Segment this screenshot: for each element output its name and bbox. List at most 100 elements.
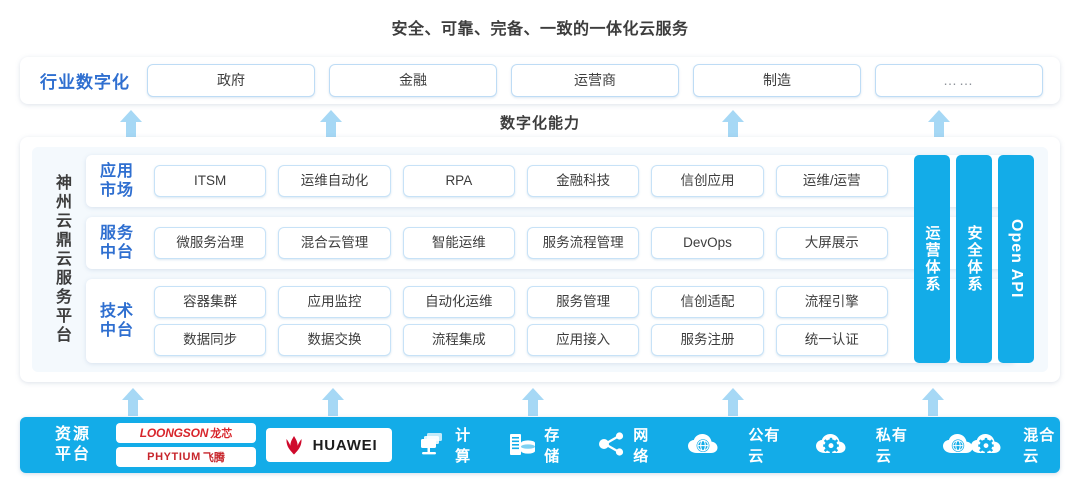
huawei-logo[interactable]: HUAWEI	[266, 428, 393, 462]
up-arrow-lower-4	[722, 388, 744, 416]
resource-platform-label: 资源 平台	[34, 425, 112, 465]
up-arrow-upper-2	[320, 110, 342, 138]
arrow-head-icon	[522, 388, 544, 400]
tier-items-application-market: ITSM 运维自动化 RPA 金融科技 信创应用 运维/运营	[148, 165, 1016, 197]
resource-item-compute[interactable]: 计算	[418, 424, 481, 466]
cell-application-access[interactable]: 应用接入	[526, 324, 640, 356]
up-arrow-upper-4	[928, 110, 950, 138]
resource-label-hybrid-cloud: 混合云	[1023, 427, 1056, 465]
resource-label-private-cloud: 私有云	[875, 427, 908, 465]
capability-caption: 数字化能力	[499, 115, 580, 132]
loongson-logo[interactable]: LOONGSON 龙芯	[116, 423, 256, 443]
industry-chip-government[interactable]: 政府	[147, 64, 315, 97]
cell-itsm[interactable]: ITSM	[154, 165, 267, 197]
industry-chip-more[interactable]: ……	[875, 64, 1043, 97]
tier-row: 微服务治理 混合云管理 智能运维 服务流程管理 DevOps 大屏展示	[148, 227, 894, 259]
tier-service-middle-platform: 服务 中台 微服务治理 混合云管理 智能运维 服务流程管理 DevOps 大屏展…	[86, 217, 1016, 269]
arrow-head-icon	[320, 110, 342, 122]
cell-xinchuang-app[interactable]: 信创应用	[651, 165, 764, 197]
phytium-cn-name: 飞腾	[202, 452, 225, 464]
arrow-head-icon	[928, 110, 950, 122]
tier-row: 容器集群 应用监控 自动化运维 服务管理 信创适配 流程引擎	[148, 286, 894, 318]
up-arrow-lower-5	[922, 388, 944, 416]
server-stack-icon	[418, 431, 448, 459]
pillar-security-system[interactable]: 安全体系	[956, 155, 992, 363]
cell-service-management[interactable]: 服务管理	[526, 286, 640, 318]
up-arrow-lower-1	[122, 388, 144, 416]
cloud-gear-icon	[813, 431, 869, 459]
huawei-flower-icon	[286, 436, 302, 455]
resource-item-private-cloud[interactable]: 私有云	[813, 424, 914, 466]
cell-data-sync[interactable]: 数据同步	[154, 324, 267, 356]
resource-item-hybrid-cloud[interactable]: 混合云	[940, 424, 1060, 466]
arrow-stem	[528, 398, 538, 416]
up-arrow-upper-1	[120, 110, 142, 138]
industry-chip-telecom[interactable]: 运营商	[511, 64, 679, 97]
tier-label-line2: 中台	[99, 244, 134, 261]
arrow-head-icon	[322, 388, 344, 400]
arrow-stem	[728, 120, 738, 138]
cell-process-engine[interactable]: 流程引擎	[775, 286, 888, 318]
phytium-logo[interactable]: PHYTIUM 飞腾	[116, 447, 256, 467]
arrow-stem	[328, 398, 338, 416]
tier-label-service-middle-platform: 服务 中台	[86, 224, 148, 262]
cell-automated-ops[interactable]: 自动化运维	[402, 286, 515, 318]
industry-chip-manufacturing[interactable]: 制造	[693, 64, 861, 97]
cell-container-cluster[interactable]: 容器集群	[154, 286, 267, 318]
tier-technology-middle-platform: 技术 中台 容器集群 应用监控 自动化运维 服务管理 信创适配 流程引擎 数据同…	[86, 279, 1016, 363]
page-title: 安全、可靠、完备、一致的一体化云服务	[391, 21, 689, 38]
cloud-globe-icon	[685, 431, 741, 459]
resource-item-network[interactable]: 网络	[596, 424, 659, 466]
resource-item-storage[interactable]: 存储	[507, 424, 570, 466]
cloud-globe-gear-icon	[940, 431, 1016, 459]
tier-row: 数据同步 数据交换 流程集成 应用接入 服务注册 统一认证	[148, 324, 894, 356]
cell-devops[interactable]: DevOps	[651, 227, 764, 259]
loongson-cn-name: 龙芯	[210, 428, 233, 440]
tier-label-line1: 技术	[99, 303, 134, 320]
cell-intelligent-ops[interactable]: 智能运维	[402, 227, 515, 259]
arrow-stem	[128, 398, 138, 416]
cpu-vendor-chips: LOONGSON 龙芯 PHYTIUM 飞腾	[116, 423, 256, 467]
up-arrow-lower-2	[322, 388, 344, 416]
resource-item-public-cloud[interactable]: 公有云	[685, 424, 786, 466]
arrow-head-icon	[922, 388, 944, 400]
pillar-open-api[interactable]: Open API	[998, 155, 1034, 363]
cell-process-integration[interactable]: 流程集成	[402, 324, 515, 356]
tier-items-service-middle-platform: 微服务治理 混合云管理 智能运维 服务流程管理 DevOps 大屏展示	[148, 227, 1016, 259]
tier-items-technology-middle-platform: 容器集群 应用监控 自动化运维 服务管理 信创适配 流程引擎 数据同步 数据交换…	[148, 286, 1016, 356]
cell-fintech[interactable]: 金融科技	[526, 165, 640, 197]
cell-data-exchange[interactable]: 数据交换	[278, 324, 391, 356]
arrow-head-icon	[722, 110, 744, 122]
resource-label-line2: 平台	[54, 446, 91, 463]
cell-ops-operations[interactable]: 运维/运营	[775, 165, 888, 197]
resource-label-network: 网络	[633, 427, 650, 465]
tier-label-line1: 服务	[99, 225, 134, 242]
phytium-wordmark: PHYTIUM	[147, 451, 201, 463]
arrow-stem	[728, 398, 738, 416]
cell-service-process-management[interactable]: 服务流程管理	[526, 227, 640, 259]
cell-xinchuang-adaptation[interactable]: 信创适配	[651, 286, 764, 318]
pillar-operations-system[interactable]: 运营体系	[914, 155, 950, 363]
tier-application-market: 应用 市场 ITSM 运维自动化 RPA 金融科技 信创应用 运维/运营	[86, 155, 1016, 207]
cell-rpa[interactable]: RPA	[402, 165, 515, 197]
arrow-stem	[326, 120, 336, 138]
storage-disk-icon	[507, 431, 537, 459]
tier-label-line2: 市场	[99, 182, 134, 199]
tier-label-line2: 中台	[99, 322, 134, 339]
industry-row-label: 行业数字化	[40, 73, 130, 92]
cell-large-screen-display[interactable]: 大屏展示	[775, 227, 888, 259]
up-arrow-upper-3	[722, 110, 744, 138]
cell-service-registry[interactable]: 服务注册	[651, 324, 764, 356]
cell-hybrid-cloud-management[interactable]: 混合云管理	[278, 227, 391, 259]
network-nodes-icon	[596, 431, 626, 459]
cell-ops-automation[interactable]: 运维自动化	[278, 165, 391, 197]
cell-microservice-governance[interactable]: 微服务治理	[154, 227, 267, 259]
resource-label-storage: 存储	[544, 427, 561, 465]
cell-unified-authentication[interactable]: 统一认证	[775, 324, 888, 356]
cell-application-monitoring[interactable]: 应用监控	[278, 286, 391, 318]
resource-label-line1: 资源	[54, 426, 91, 443]
industry-chip-finance[interactable]: 金融	[329, 64, 497, 97]
arrow-stem	[934, 120, 944, 138]
platform-vertical-label: 神州云鼎云服务平台	[53, 174, 70, 345]
